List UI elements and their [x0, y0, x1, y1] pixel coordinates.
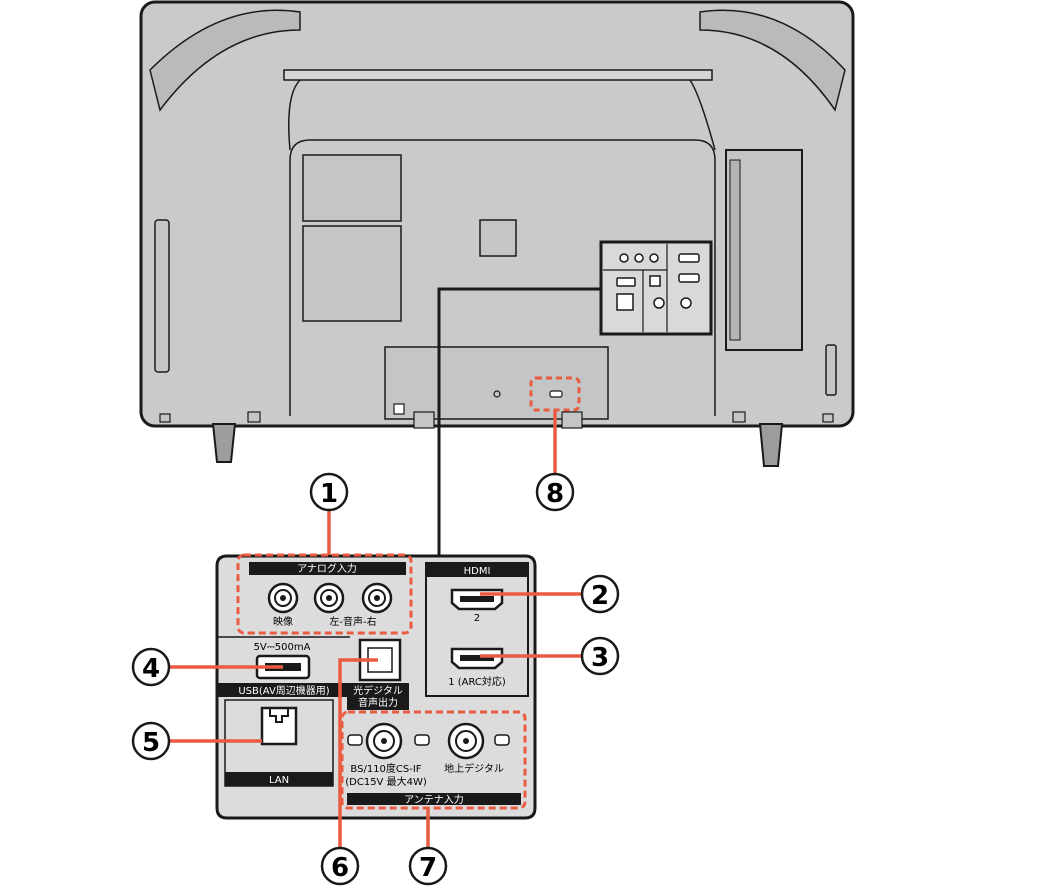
mini-lan [616, 293, 634, 311]
audio-right-rca-pin [374, 595, 380, 601]
antenna-indicator-right [494, 734, 510, 746]
callout-6-number: 6 [331, 853, 349, 883]
right-side-slot [825, 344, 837, 396]
hdmi1-port-inner [460, 655, 494, 661]
callout-2-number: 2 [591, 581, 609, 611]
lan-port[interactable] [260, 706, 298, 746]
left-foot [211, 423, 237, 463]
hdmi2-port-inner [460, 596, 494, 602]
clip-left [159, 413, 171, 423]
analog-title-bar [249, 562, 406, 575]
antenna-title-bar [347, 793, 521, 805]
highlight-box-7 [340, 710, 527, 810]
mini-rca-2 [634, 253, 644, 263]
tv-rear-view [139, 0, 855, 467]
right-foot [758, 423, 784, 467]
callout-5: 5 [131, 721, 171, 761]
mini-hdmi-1 [678, 273, 700, 283]
usb-spec: 5V⎓500mA [254, 642, 311, 653]
small-port-8 [549, 390, 563, 398]
hdmi2-label: 2 [474, 613, 480, 624]
callout-1: 1 [309, 472, 349, 512]
terrestrial-antenna-pin [463, 738, 469, 744]
usb-label-bar [217, 683, 352, 697]
optical-label-bar [347, 683, 409, 710]
clip-right [732, 411, 746, 423]
mount-square [479, 219, 517, 257]
lan-label-bar [225, 772, 333, 786]
mini-rca-1 [619, 253, 629, 263]
power-inlet [393, 403, 405, 415]
callout-4: 4 [131, 647, 171, 687]
hdmi-title-bar [426, 563, 528, 577]
rear-cover-outline [289, 139, 716, 416]
usb-label: USB(AV周辺機器用) [238, 684, 329, 697]
zoom-leader-line [437, 287, 601, 556]
video-label: 映像 [273, 616, 293, 628]
mini-hdmi-2 [678, 253, 700, 263]
video-rca-pin [280, 595, 286, 601]
bs-cs-antenna-pin [381, 738, 387, 744]
callout-7: 7 [408, 846, 448, 886]
mini-rca-3 [649, 253, 659, 263]
callout-numbers: 1 2 3 4 5 6 7 8 [131, 472, 620, 886]
clip-mid-2 [561, 411, 583, 429]
terrestrial-label: 地上デジタル [444, 762, 504, 775]
mini-usb [616, 277, 636, 287]
tv-body-right-curve [699, 9, 846, 112]
optical-label-line1: 光デジタル [353, 684, 403, 697]
rear-cover-arc-right [689, 79, 716, 151]
callout-5-number: 5 [142, 728, 160, 758]
rear-panel-upper [302, 154, 402, 222]
side-bracket-inner [729, 159, 741, 341]
mini-optical [649, 275, 661, 287]
clip-mid [413, 411, 435, 429]
callout-8: 8 [535, 472, 575, 512]
hdmi-section [425, 562, 529, 697]
bs-label-line1: BS/110度CS-IF [350, 762, 421, 775]
mini-antenna-2 [680, 297, 692, 309]
optical-label-line2: 音声出力 [358, 696, 398, 709]
mini-antenna-1 [653, 297, 665, 309]
callout-4-number: 4 [142, 654, 160, 684]
audio-left-rca-pin [326, 595, 332, 601]
clip-right-2 [822, 413, 834, 423]
antenna-indicator-left [347, 734, 363, 746]
clip-left-2 [247, 411, 261, 423]
antenna-title: アンテナ入力 [404, 793, 464, 806]
callout-3-number: 3 [591, 643, 609, 673]
highlight-box-1 [236, 553, 413, 635]
antenna-indicator-mid [414, 734, 430, 746]
bs-label-line2: (DC15V 最大4W) [345, 775, 427, 788]
bottom-screw [493, 390, 501, 398]
rear-cover-arc-left [288, 79, 301, 151]
callout-leaders [168, 410, 582, 850]
analog-title: アナログ入力 [297, 562, 357, 575]
top-vent-slot [283, 69, 713, 81]
audio-lr-label: 左-音声-右 [329, 615, 376, 628]
callout-7-number: 7 [419, 853, 437, 883]
tv-body-left-curve [149, 9, 301, 112]
rear-panel-lower [302, 225, 402, 322]
callout-3: 3 [580, 636, 620, 676]
left-side-slot [154, 219, 170, 373]
bottom-cover [384, 346, 609, 420]
callout-6: 6 [320, 846, 360, 886]
callout-2: 2 [580, 574, 620, 614]
leader-6 [338, 658, 378, 850]
callout-1-number: 1 [320, 479, 338, 509]
hdmi1-label: 1 (ARC対応) [448, 675, 506, 688]
hdmi-title: HDMI [464, 566, 491, 577]
lan-port-clip [269, 708, 289, 723]
callout-8-number: 8 [546, 479, 564, 509]
lan-label: LAN [269, 775, 289, 786]
